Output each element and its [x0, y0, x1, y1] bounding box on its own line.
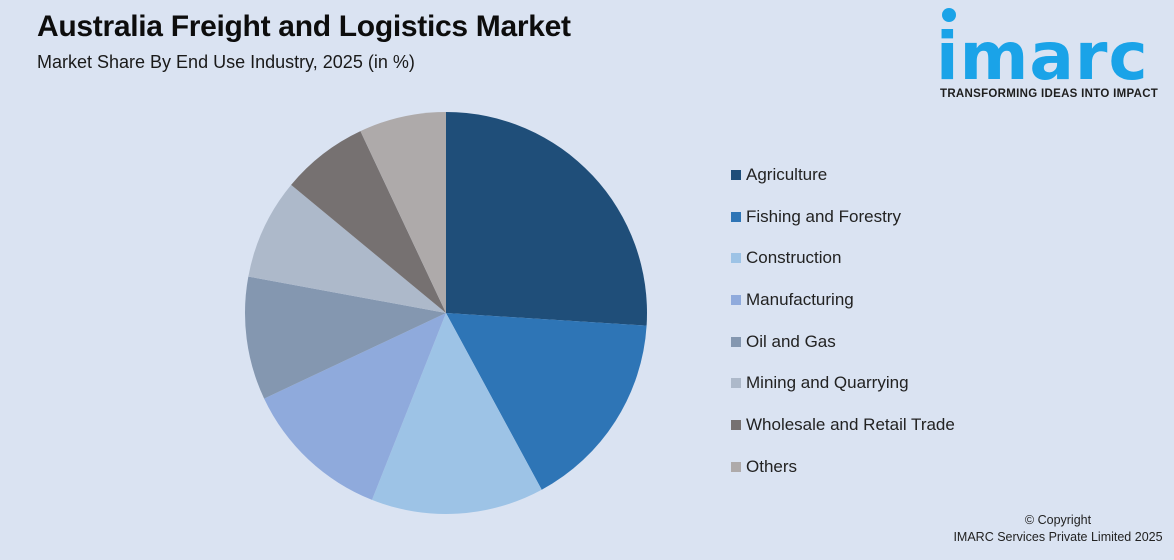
- legend-swatch-icon: [731, 378, 741, 389]
- legend-label: Construction: [746, 248, 842, 268]
- chart-subtitle: Market Share By End Use Industry, 2025 (…: [37, 52, 415, 72]
- legend-item: Others: [731, 446, 955, 488]
- legend-swatch-icon: [731, 294, 741, 305]
- copyright-company: IMARC Services Private Limited 2025: [953, 530, 1163, 544]
- pie-slice-agriculture: [446, 112, 647, 326]
- legend-swatch-icon: [731, 253, 741, 264]
- legend-label: Oil and Gas: [746, 331, 836, 351]
- legend-swatch-icon: [731, 211, 741, 222]
- pie-slice-construction: [372, 313, 542, 514]
- legend-swatch-icon: [731, 336, 741, 347]
- legend-item: Oil and Gas: [731, 321, 955, 363]
- legend-label: Others: [746, 456, 798, 476]
- legend-item: Agriculture: [731, 154, 955, 196]
- legend-label: Wholesale and Retail Trade: [746, 414, 955, 434]
- logo-tagline: TRANSFORMING IDEAS INTO IMPACT: [940, 88, 1159, 100]
- legend-label: Agriculture: [746, 164, 828, 184]
- legend-item: Construction: [731, 237, 955, 279]
- pie-slice-others: [360, 112, 446, 313]
- legend-item: Fishing and Forestry: [731, 196, 955, 238]
- pie-slice-manufacturing: [264, 313, 446, 500]
- legend-item: Manufacturing: [731, 279, 955, 321]
- logo-wordmark: imarc: [936, 18, 1149, 95]
- imarc-logo: imarc TRANSFORMING IDEAS INTO IMPACT: [936, 6, 1166, 106]
- pie-slice-oil-and-gas: [244, 276, 446, 399]
- legend-label: Mining and Quarrying: [746, 373, 909, 393]
- legend-item: Mining and Quarrying: [731, 362, 955, 404]
- copyright-notice: © Copyright IMARC Services Private Limit…: [950, 512, 1166, 546]
- legend-swatch-icon: [731, 169, 741, 180]
- pie-slice-fishing-and-forestry: [446, 313, 647, 490]
- pie-slice-mining-and-quarrying: [248, 184, 446, 313]
- pie-chart: [244, 112, 647, 514]
- logo-dot-icon: [942, 8, 956, 22]
- legend-item: Wholesale and Retail Trade: [731, 404, 955, 446]
- legend-swatch-icon: [731, 461, 741, 472]
- legend-label: Manufacturing: [746, 289, 854, 309]
- pie-slice-wholesale-and-retail-trade: [291, 131, 446, 313]
- chart-title: Australia Freight and Logistics Market: [37, 10, 571, 43]
- copyright-label: © Copyright: [1024, 513, 1092, 527]
- legend-swatch-icon: [731, 419, 741, 430]
- legend-label: Fishing and Forestry: [746, 206, 901, 226]
